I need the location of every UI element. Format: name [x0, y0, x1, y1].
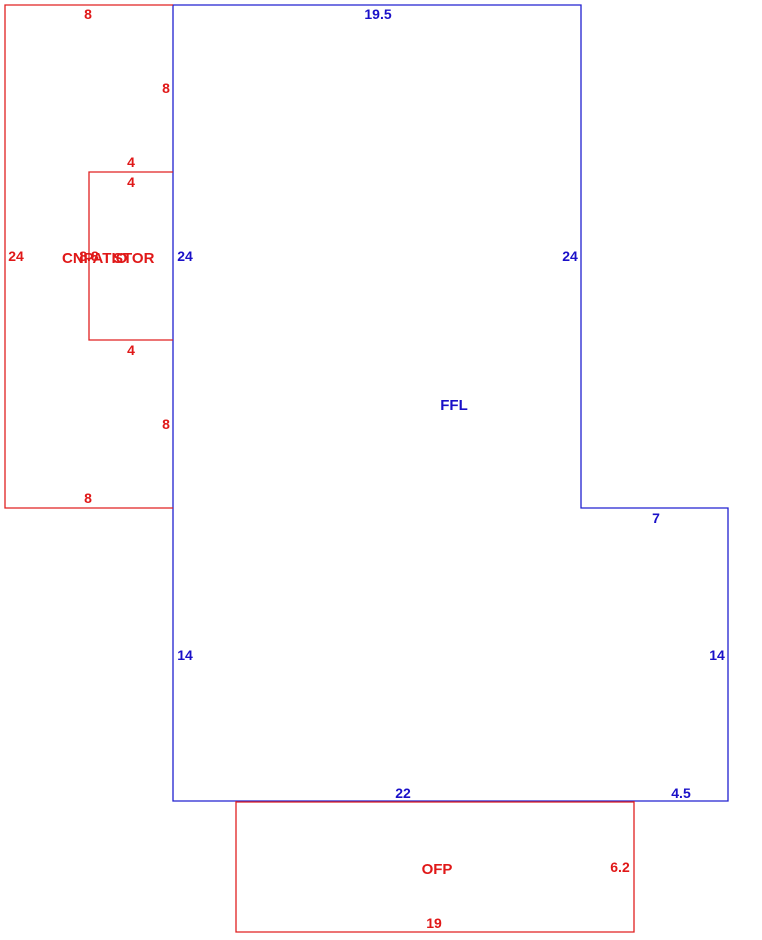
- porch-area-outline: [235, 801, 635, 933]
- main-dim-right-lower: 14: [709, 647, 725, 663]
- main-dim-right-upper: 24: [562, 248, 578, 264]
- enclosed-area-name: CNPATIO: [62, 250, 128, 267]
- enclosed-dim-right-upper: 8: [162, 80, 170, 96]
- enclosed-area-outline: [4, 4, 173, 509]
- main-dim-bottom-right: 4.5: [671, 785, 691, 801]
- enclosed-dim-top: 8: [84, 6, 92, 22]
- main-dim-top: 19.5: [364, 6, 391, 22]
- main-area-outline: [172, 4, 729, 802]
- enclosed-dim-bottom: 8: [84, 490, 92, 506]
- storage-dim-bottom: 4: [127, 342, 135, 358]
- storage-dim-top-inner: 4: [127, 174, 135, 190]
- main-area-name: FFL: [440, 397, 468, 414]
- porch-dim-bottom: 19: [426, 915, 442, 931]
- main-dim-bottom: 22: [395, 785, 411, 801]
- enclosed-dim-left: 24: [8, 248, 24, 264]
- enclosed-dim-right-lower: 8: [162, 416, 170, 432]
- storage-area-name: STOR: [113, 250, 155, 267]
- porch-area-name: OFP: [422, 861, 453, 878]
- storage-dim-top-outer: 4: [127, 154, 135, 170]
- storage-overlap-text: 8.8: [79, 248, 99, 264]
- porch-dim-right: 6.2: [610, 859, 630, 875]
- storage-area-outline: [88, 171, 173, 341]
- main-dim-step: 7: [652, 510, 660, 526]
- main-dim-left-lower: 14: [177, 647, 193, 663]
- main-dim-left-upper: 24: [177, 248, 193, 264]
